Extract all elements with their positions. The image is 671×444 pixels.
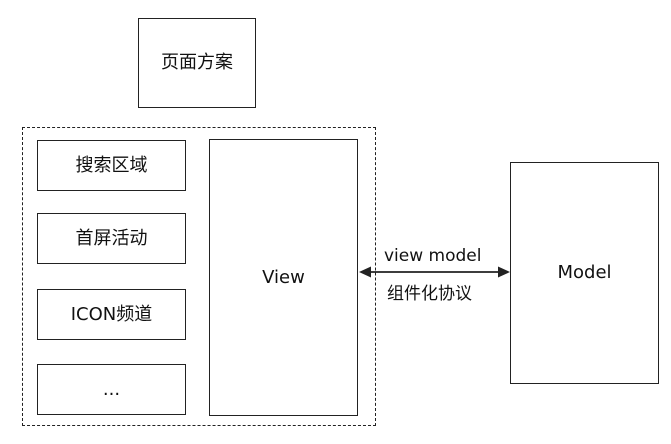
page-scheme-label: 页面方案: [161, 52, 233, 73]
model-box: Model: [510, 162, 659, 384]
module-label: ...: [102, 378, 121, 400]
module-first-screen-activity: 首屏活动: [37, 213, 186, 264]
view-label: View: [262, 266, 305, 288]
link-label-component-protocol: 组件化协议: [387, 284, 472, 304]
module-label: 首屏活动: [75, 227, 148, 249]
module-icon-channel: ICON频道: [37, 289, 186, 340]
arrow-head-left: [359, 266, 371, 278]
page-container-dashed: [22, 127, 376, 426]
link-label-view-model: view model: [384, 246, 482, 266]
module-search-area: 搜索区域: [37, 140, 186, 191]
module-more: ...: [37, 364, 186, 415]
page-scheme-box: 页面方案: [138, 18, 256, 108]
arrow-head-right: [498, 266, 510, 278]
model-label: Model: [557, 262, 612, 283]
view-box: View: [209, 139, 358, 416]
module-label: ICON频道: [70, 303, 153, 325]
module-label: 搜索区域: [75, 154, 148, 176]
